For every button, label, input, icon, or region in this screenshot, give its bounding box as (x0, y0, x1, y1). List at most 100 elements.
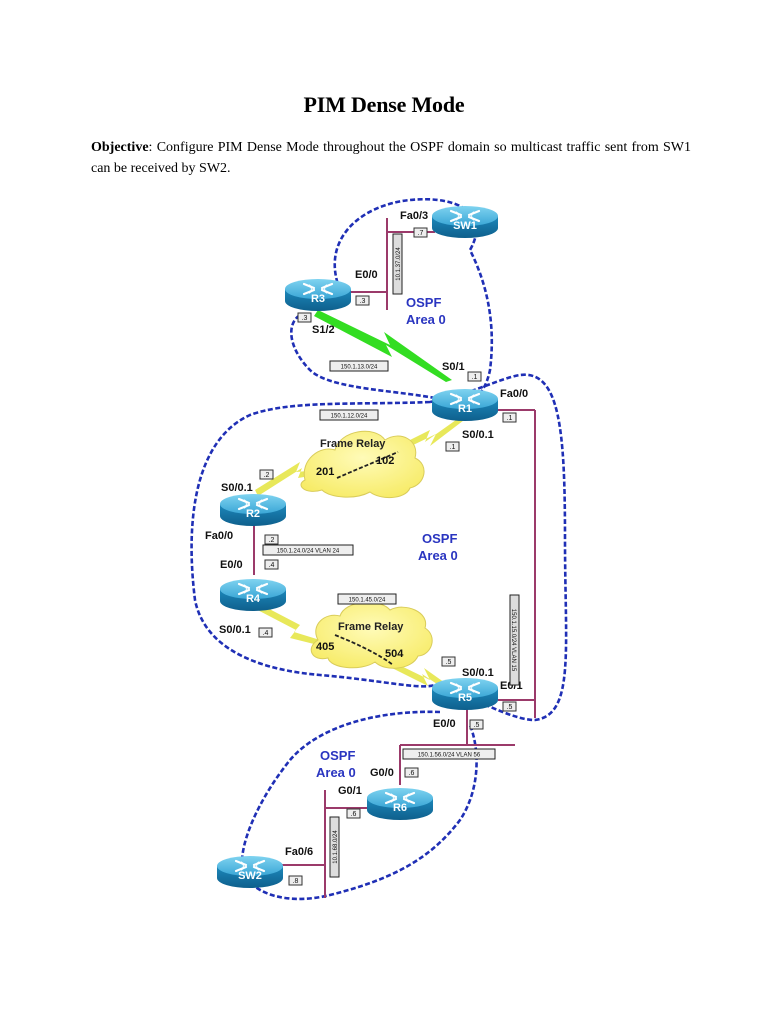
subnet-label-r1-r3: 150.1.13.0/24 (329, 360, 389, 372)
frame-relay-1: Frame Relay 201 102 (255, 410, 472, 498)
device-r5: R5 (430, 676, 500, 712)
host-id-box: .1 (467, 371, 482, 382)
svg-text:150.1.13.0/24: 150.1.13.0/24 (341, 365, 378, 371)
host-id-boxes: .7 .3 .3 .1 .1 .1 .2 .2 .4 .4 .5 .5 .5 .… (258, 227, 517, 886)
device-r3: R3 (283, 277, 353, 313)
interface-label: E0/0 (220, 559, 243, 571)
svg-text:10.1.37.0/24: 10.1.37.0/24 (396, 247, 402, 281)
interface-label: S0/0.1 (462, 667, 494, 679)
svg-text:.5: .5 (446, 659, 452, 666)
device-sw1: SW1 (430, 204, 500, 240)
svg-text:10.1.68.0/24: 10.1.68.0/24 (333, 830, 339, 864)
device-r2: R2 (218, 492, 288, 528)
svg-text:R1: R1 (458, 403, 472, 415)
device-r1: R1 (430, 387, 500, 423)
interface-label: S0/0.1 (221, 482, 253, 494)
host-id-box: .7 (413, 227, 428, 238)
svg-text:R4: R4 (246, 593, 261, 605)
ospf-area-label-top: OSPF (406, 295, 441, 310)
svg-text:.3: .3 (360, 298, 366, 305)
frame-relay-label-1: Frame Relay (320, 438, 386, 450)
interface-label: Fa0/3 (400, 210, 428, 222)
interface-label: G0/0 (370, 767, 394, 779)
svg-text:.4: .4 (269, 562, 275, 569)
host-id-box: .3 (297, 312, 312, 323)
svg-text:SW2: SW2 (238, 870, 262, 882)
dlci-504: 504 (385, 648, 404, 660)
svg-text:R6: R6 (393, 802, 407, 814)
host-id-box: .2 (264, 534, 279, 545)
objective-text: : Configure PIM Dense Mode throughout th… (91, 140, 691, 176)
svg-text:.6: .6 (409, 770, 415, 777)
page-title: PIM Dense Mode (303, 92, 465, 117)
svg-text:.2: .2 (264, 472, 270, 479)
subnet-label-r6-sw2: 10.1.68.0/24 (329, 816, 340, 878)
ospf-boundary-bottom (240, 710, 478, 901)
svg-text:.2: .2 (269, 537, 275, 544)
interface-label: S0/0.1 (462, 429, 494, 441)
host-id-box: .1 (502, 412, 517, 423)
subnet-label-r5-r6: 150.1.56.0/24 VLAN 56 (402, 748, 496, 760)
dlci-201: 201 (316, 466, 334, 478)
svg-text:150.1.45.0/24: 150.1.45.0/24 (349, 598, 386, 604)
host-id-box: .5 (469, 719, 484, 730)
device-sw2: SW2 (215, 854, 285, 890)
ospf-area-label-bottom: OSPF (320, 748, 355, 763)
host-id-box: .2 (259, 469, 274, 480)
interface-label: S0/1 (442, 361, 465, 373)
device-r4: R4 (218, 577, 288, 613)
host-id-box: .3 (355, 295, 370, 306)
subnet-label-r4-r5: 150.1.45.0/24 (337, 593, 397, 605)
subnet-label-sw1-r3: 10.1.37.0/24 (392, 233, 403, 295)
svg-text:SW1: SW1 (453, 220, 477, 232)
svg-text:.6: .6 (351, 811, 357, 818)
svg-text:150.1.24.0/24 VLAN 24: 150.1.24.0/24 VLAN 24 (277, 549, 340, 555)
svg-text:R3: R3 (311, 293, 325, 305)
svg-text:Area 0: Area 0 (316, 765, 356, 780)
svg-text:.1: .1 (507, 415, 513, 422)
objective-label: Objective (91, 140, 149, 155)
frame-relay-label-2: Frame Relay (338, 621, 404, 633)
frame-relay-2: Frame Relay 405 504 (250, 600, 455, 694)
svg-text:.3: .3 (302, 315, 308, 322)
host-id-box: .6 (404, 767, 419, 778)
dlci-102: 102 (376, 455, 394, 467)
interface-label: Fa0/0 (500, 388, 528, 400)
svg-text:.5: .5 (474, 722, 480, 729)
dlci-405: 405 (316, 641, 334, 653)
subnet-label-r2-r4: 150.1.24.0/24 VLAN 24 (262, 544, 354, 556)
svg-text:150.1.56.0/24 VLAN 56: 150.1.56.0/24 VLAN 56 (418, 753, 481, 759)
serial-link-r3-r1 (314, 310, 452, 382)
svg-text:Area 0: Area 0 (406, 312, 446, 327)
svg-text:.4: .4 (263, 630, 269, 637)
subnet-label-r1-r2: 150.1.12.0/24 (319, 409, 379, 421)
host-id-box: .4 (258, 627, 273, 638)
device-r6: R6 (365, 786, 435, 822)
ospf-area-label-middle: OSPF (422, 531, 457, 546)
host-id-box: .6 (346, 808, 361, 819)
host-id-box: .8 (288, 875, 303, 886)
subnet-label-r1-r5: 150.1.15.0/24 VLAN 15 (509, 594, 520, 686)
svg-text:R5: R5 (458, 692, 472, 704)
interface-label: Fa0/6 (285, 846, 313, 858)
host-id-box: .4 (264, 559, 279, 570)
interface-label: Fa0/0 (205, 530, 233, 542)
svg-text:.1: .1 (472, 374, 478, 381)
interface-label: S1/2 (312, 324, 335, 336)
ospf-boundary-middle (190, 373, 568, 722)
interface-label: G0/1 (338, 785, 362, 797)
host-id-box: .5 (441, 656, 456, 667)
svg-text:R2: R2 (246, 508, 260, 520)
svg-text:.8: .8 (293, 878, 299, 885)
svg-text:Area 0: Area 0 (418, 548, 458, 563)
interface-label: S0/0.1 (219, 624, 251, 636)
interface-label: E0/0 (433, 718, 456, 730)
svg-text:150.1.12.0/24: 150.1.12.0/24 (331, 414, 368, 420)
host-id-box: .5 (502, 701, 517, 712)
objective-paragraph: Objective: Configure PIM Dense Mode thro… (91, 137, 691, 179)
svg-text:.7: .7 (418, 230, 424, 237)
ospf-boundary-top (290, 197, 494, 405)
host-id-box: .1 (445, 441, 460, 452)
svg-text:150.1.15.0/24 VLAN 15: 150.1.15.0/24 VLAN 15 (510, 609, 516, 672)
